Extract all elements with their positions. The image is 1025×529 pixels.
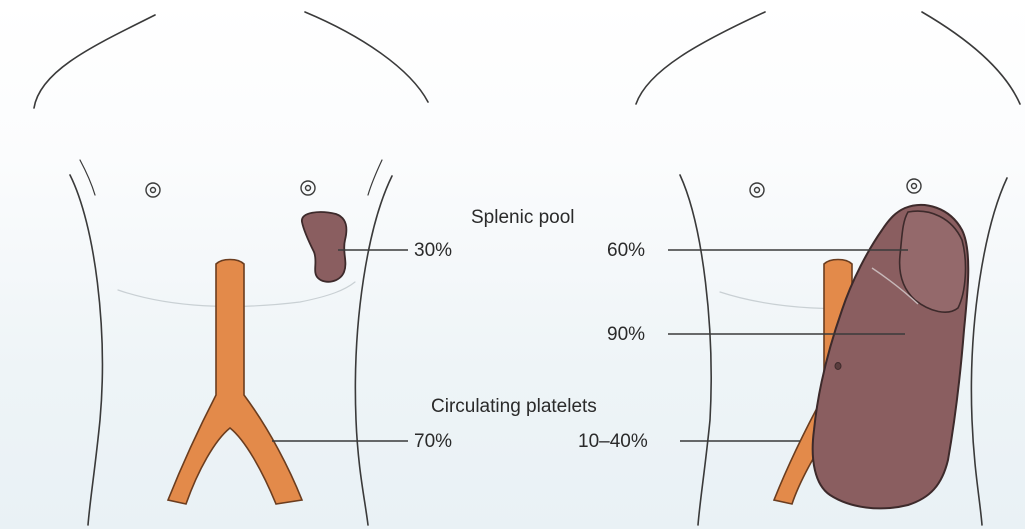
- enlarged-circulating-percent: 10–40%: [578, 432, 648, 451]
- right-torso-left-shoulder: [636, 12, 765, 104]
- left-torso-left-side: [70, 175, 102, 525]
- left-aorta-vessel: [168, 260, 302, 505]
- right-nipples: [750, 179, 921, 197]
- left-torso-left-shoulder: [34, 15, 155, 108]
- left-torso-nipple-left: [146, 183, 160, 197]
- right-torso-nipple-left: [750, 183, 764, 197]
- enlarged-splenic-percent-90: 90%: [607, 325, 645, 344]
- right-torso-right-side: [971, 178, 1007, 525]
- right-torso-nipple-right: [907, 179, 921, 193]
- left-nipples: [146, 181, 315, 197]
- splenic-pool-heading: Splenic pool: [471, 208, 575, 227]
- left-torso-right-shoulder: [305, 12, 428, 102]
- left-torso-right-arm-edge: [368, 160, 382, 195]
- left-torso-nipple-right: [301, 181, 315, 195]
- left-torso-right-side: [355, 176, 392, 525]
- enlarged-splenic-percent-60: 60%: [607, 241, 645, 260]
- normal-circulating-percent: 70%: [414, 432, 452, 451]
- left-torso-left-arm-edge: [80, 160, 95, 195]
- right-torso-left-side: [680, 175, 711, 525]
- spleen-notch: [835, 363, 841, 370]
- left-normal-spleen: [302, 212, 347, 282]
- normal-splenic-percent: 30%: [414, 241, 452, 260]
- right-torso-right-shoulder: [922, 12, 1020, 104]
- circulating-platelets-heading: Circulating platelets: [431, 397, 597, 416]
